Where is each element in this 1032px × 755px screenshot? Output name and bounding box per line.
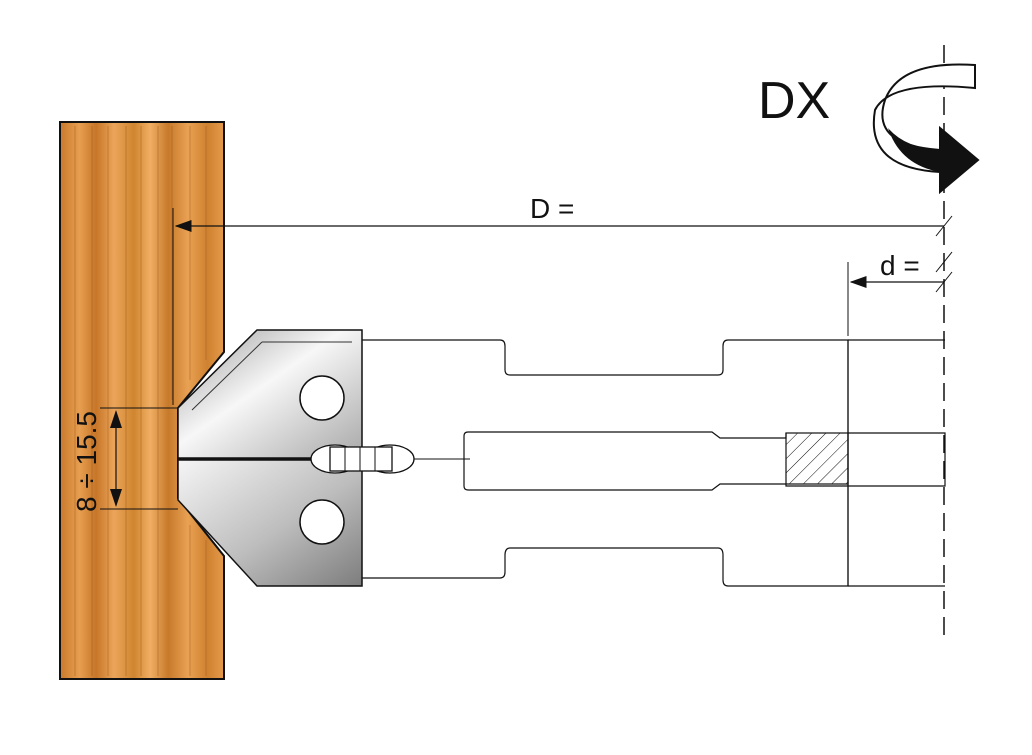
knife-blades bbox=[177, 329, 470, 587]
dimension-range bbox=[100, 407, 178, 510]
clamping-screw bbox=[310, 444, 415, 474]
blade-hole-bottom bbox=[299, 499, 345, 545]
dimension-range-label: 8 ÷ 15.5 bbox=[71, 411, 102, 512]
rotation-arrow-icon bbox=[872, 63, 980, 195]
dimension-D-label: D = bbox=[530, 193, 574, 224]
blade-hole-top bbox=[299, 375, 345, 421]
rotation-label: DX bbox=[758, 72, 830, 130]
hatched-key bbox=[785, 432, 849, 485]
cutter-body bbox=[362, 339, 946, 587]
dimension-D bbox=[172, 208, 953, 405]
dimension-d bbox=[847, 251, 953, 336]
dimension-d-label: d = bbox=[880, 250, 920, 281]
